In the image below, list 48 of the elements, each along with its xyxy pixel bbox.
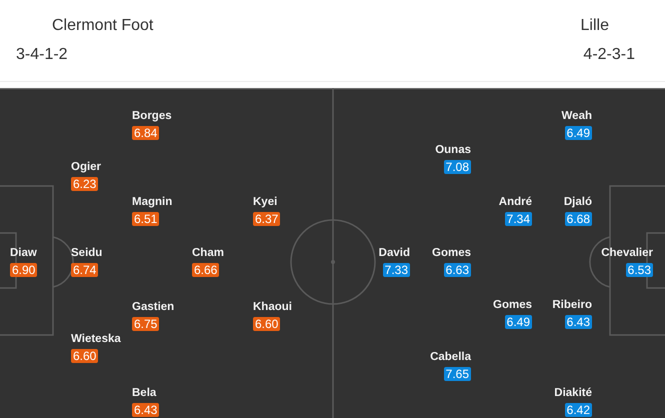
player-name: Djaló	[564, 195, 592, 209]
player-name: Ounas	[435, 143, 471, 157]
player-name: Gomes	[432, 246, 471, 260]
player-name: Diakité	[554, 386, 592, 400]
player-name: Bela	[132, 386, 156, 400]
rating-badge: 6.75	[132, 317, 160, 331]
player-name: Ribeiro	[552, 298, 592, 312]
player-name: Cham	[192, 246, 224, 260]
player-name: Wieteska	[71, 332, 121, 346]
team-name: Lille	[580, 17, 609, 35]
rating-badge: 6.43	[564, 315, 592, 329]
player-name: Cabella	[430, 350, 471, 364]
rating-badge: 6.23	[71, 177, 98, 191]
rating-badge: 6.68	[564, 212, 592, 226]
rating-badge: 6.43	[132, 403, 160, 417]
player-name: David	[378, 246, 410, 260]
rating-badge: 6.63	[444, 263, 471, 277]
rating-badge: 6.90	[10, 263, 38, 277]
player-name: Chevalier	[601, 246, 653, 260]
rating-badge: 6.49	[564, 126, 592, 140]
player-name: Khaoui	[253, 300, 292, 314]
player-name: Borges	[132, 109, 172, 123]
player-name: Weah	[562, 109, 592, 123]
rating-badge: 6.84	[132, 126, 160, 140]
rating-badge: 7.33	[382, 263, 410, 277]
rating-badge: 6.37	[253, 212, 280, 226]
rating-badge: 6.53	[626, 263, 653, 277]
rating-badge: 6.51	[132, 212, 160, 226]
formation: 3-4-1-2	[16, 46, 68, 64]
player-name: André	[498, 195, 532, 209]
rating-badge: 7.34	[504, 212, 532, 226]
formation: 4-2-3-1	[583, 46, 635, 64]
rating-badge: 6.49	[504, 315, 532, 329]
rating-badge: 7.08	[444, 160, 471, 174]
rating-badge: 6.42	[564, 403, 592, 417]
rating-badge: 6.66	[192, 263, 220, 277]
player-name: Diaw	[10, 246, 37, 260]
player-name: Gastien	[132, 300, 174, 314]
team-name: Clermont Foot	[52, 17, 154, 35]
rating-badge: 6.60	[253, 317, 280, 331]
player-name: Gomes	[493, 298, 532, 312]
rating-badge: 7.65	[444, 367, 471, 381]
player-name: Seidu	[71, 246, 102, 260]
rating-badge: 6.60	[71, 349, 98, 363]
player-name: Magnin	[132, 195, 172, 209]
player-name: Kyei	[253, 195, 278, 209]
player-name: Ogier	[71, 160, 102, 174]
rating-badge: 6.74	[71, 263, 98, 277]
